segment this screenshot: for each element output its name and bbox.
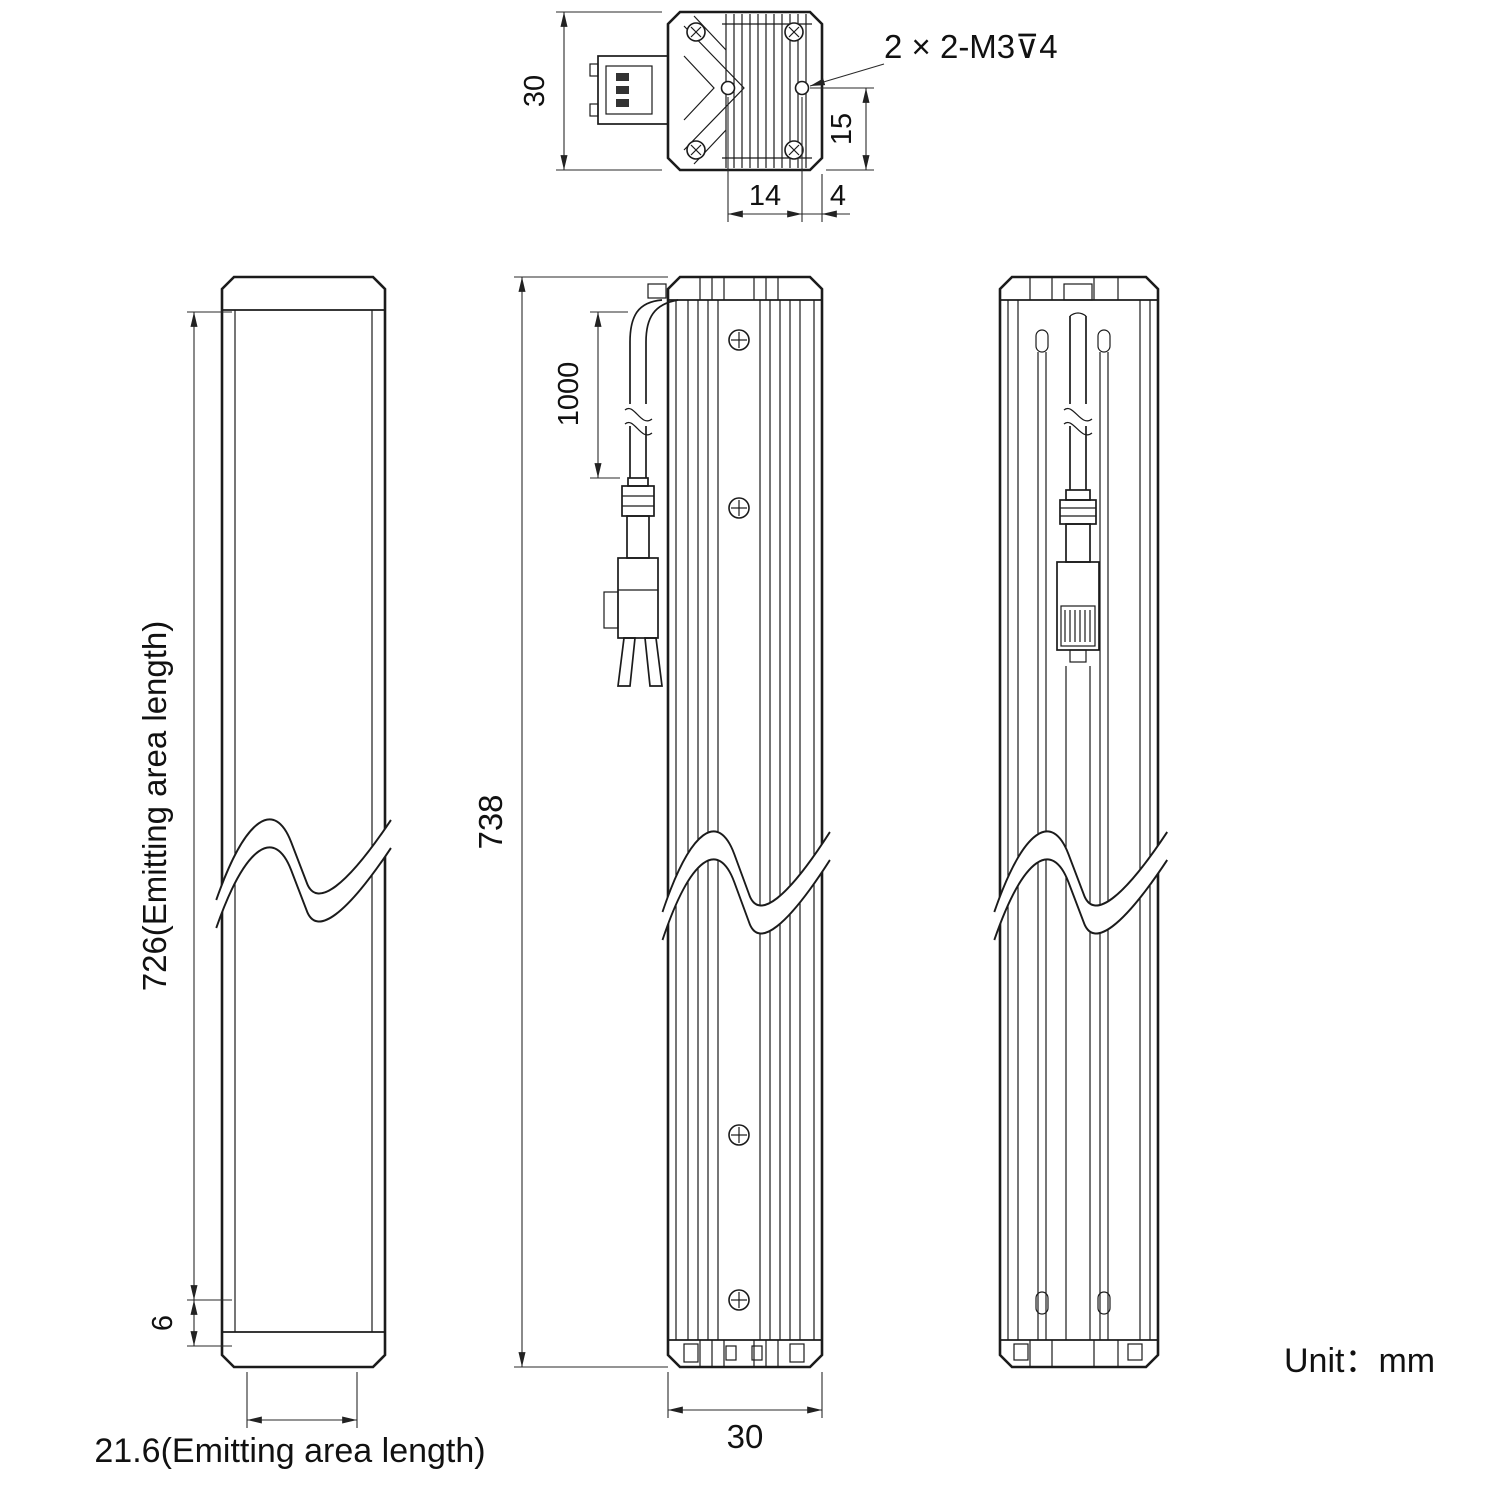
dim-label-738: 738 bbox=[472, 794, 509, 849]
thread-note: 2 × 2-M3⊽4 bbox=[809, 28, 1058, 87]
dim-label-21-6: 21.6(Emitting area length) bbox=[94, 1432, 485, 1470]
dim-hole-edge-offset: 4 bbox=[802, 174, 850, 222]
side2-outline bbox=[998, 275, 1160, 1369]
bottom-cap-details bbox=[683, 1340, 805, 1367]
extrusion-fins-2 bbox=[1007, 300, 1151, 1340]
power-connector-socket bbox=[589, 55, 669, 125]
dim-label-4: 4 bbox=[830, 180, 846, 212]
bottom-cap-details-2 bbox=[1013, 1340, 1143, 1367]
dim-hole-spacing: 14 bbox=[727, 97, 803, 222]
front-outline bbox=[220, 275, 387, 1369]
unit-label: Unit：mm bbox=[1284, 1342, 1435, 1380]
io-cable bbox=[1062, 312, 1094, 490]
io-connector bbox=[1056, 489, 1100, 663]
corner-screws bbox=[686, 22, 804, 160]
dim-body-width: 30 bbox=[667, 1372, 823, 1455]
m3-tapped-holes bbox=[720, 80, 810, 96]
side-outline bbox=[666, 275, 824, 1369]
dim-emitting-length: 726(Emitting area length) bbox=[136, 311, 232, 1301]
dim-bottom-gap: 6 bbox=[147, 1300, 232, 1347]
dim-label-14: 14 bbox=[749, 180, 781, 212]
dim-hole-vertical-offset: 15 bbox=[810, 87, 874, 171]
dim-label-1000: 1000 bbox=[553, 362, 585, 427]
thread-note-label: 2 × 2-M3⊽4 bbox=[884, 28, 1058, 65]
side-view-connector bbox=[993, 275, 1169, 1369]
dim-label-30-top: 30 bbox=[519, 75, 551, 107]
break-line bbox=[215, 818, 392, 929]
top-cap-details bbox=[647, 277, 779, 300]
mounting-screws bbox=[728, 329, 750, 1311]
dim-emitting-width: 21.6(Emitting area length) bbox=[94, 1372, 486, 1470]
dim-overall-length: 738 bbox=[472, 276, 668, 1368]
dim-label-15: 15 bbox=[826, 113, 858, 145]
dim-label-30-width: 30 bbox=[727, 1418, 764, 1455]
dim-cable-length: 1000 bbox=[553, 311, 628, 479]
dim-top-height: 30 bbox=[519, 11, 662, 171]
dim-label-726: 726(Emitting area length) bbox=[136, 621, 173, 992]
power-cable bbox=[624, 299, 679, 478]
profile-chevrons bbox=[683, 15, 745, 165]
dim-label-6: 6 bbox=[147, 1315, 179, 1331]
front-view: 726(Emitting area length) 6 21.6(Emittin… bbox=[94, 275, 486, 1470]
cable-connector bbox=[603, 477, 663, 687]
top-cap-details-2 bbox=[1029, 277, 1119, 301]
top-section-view: 30 14 4 15 2 × 2-M3⊽4 bbox=[519, 10, 1058, 222]
side-view-cable: 1000 738 30 bbox=[472, 275, 831, 1455]
break-line bbox=[993, 830, 1169, 941]
extrusion-fins bbox=[675, 300, 815, 1340]
